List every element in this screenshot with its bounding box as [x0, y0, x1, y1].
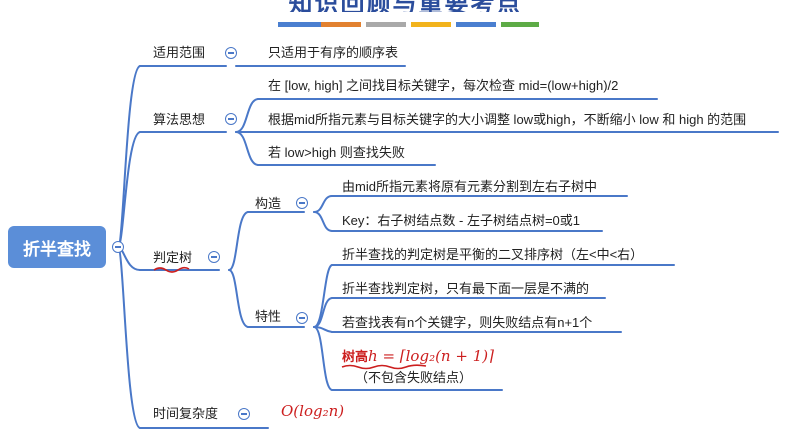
color-bar-5 — [456, 22, 496, 27]
color-bar-4 — [411, 22, 451, 27]
complexity-formula: O(log₂n) — [281, 402, 345, 420]
tree-collapse-icon[interactable] — [208, 251, 220, 263]
idea-item-3: 若 low>high 则查找失败 — [268, 145, 405, 160]
header-title: 知识回顾与重要考点 — [0, 0, 811, 12]
root-node[interactable]: 折半查找 — [8, 226, 106, 268]
idea-item-1: 在 [low, high] 之间找目标关键字，每次检查 mid=(low+hig… — [268, 78, 619, 93]
color-bar-1 — [278, 22, 331, 27]
tree-height-expression: h = ⌈log₂(n + 1)⌉ — [368, 347, 494, 365]
complexity-collapse-icon[interactable] — [238, 408, 250, 420]
tree-label-underline-mark — [153, 266, 190, 273]
property-collapse-icon[interactable] — [296, 312, 308, 324]
root-collapse-icon[interactable] — [112, 241, 124, 253]
construct-item-2: Key：右子树结点数 - 左子树结点树=0或1 — [342, 213, 581, 228]
scope-collapse-icon[interactable] — [225, 47, 237, 59]
color-bar-3 — [366, 22, 406, 27]
property-item-3: 若查找表有n个关键字，则失败结点有n+1个 — [342, 315, 593, 330]
property-label: 特性 — [255, 309, 282, 324]
branch-complexity-label: 时间复杂度 — [153, 406, 219, 421]
branch-idea-label: 算法思想 — [153, 112, 206, 127]
tree-height-formula: 树高h = ⌈log₂(n + 1)⌉ — [342, 346, 494, 366]
color-bar-6 — [501, 22, 539, 27]
idea-item-2: 根据mid所指元素与目标关键字的大小调整 low或high，不断缩小 low 和… — [268, 112, 747, 127]
construct-label: 构造 — [255, 196, 282, 211]
scope-item-1: 只适用于有序的顺序表 — [268, 45, 399, 60]
construct-item-1: 由mid所指元素将原有元素分割到左右子树中 — [342, 179, 597, 194]
idea-collapse-icon[interactable] — [225, 113, 237, 125]
tree-height-prefix: 树高 — [342, 349, 369, 364]
branch-tree-label: 判定树 — [153, 250, 193, 265]
property-item-2: 折半查找判定树，只有最下面一层是不满的 — [342, 281, 590, 296]
property-item-1: 折半查找的判定树是平衡的二叉排序树（左<中<右） — [342, 247, 644, 262]
formula-underline-mark — [341, 364, 427, 370]
construct-collapse-icon[interactable] — [296, 197, 308, 209]
branch-scope-label: 适用范围 — [153, 45, 206, 60]
tree-height-note: （不包含失败结点） — [355, 370, 473, 385]
color-bar-2 — [321, 22, 361, 27]
